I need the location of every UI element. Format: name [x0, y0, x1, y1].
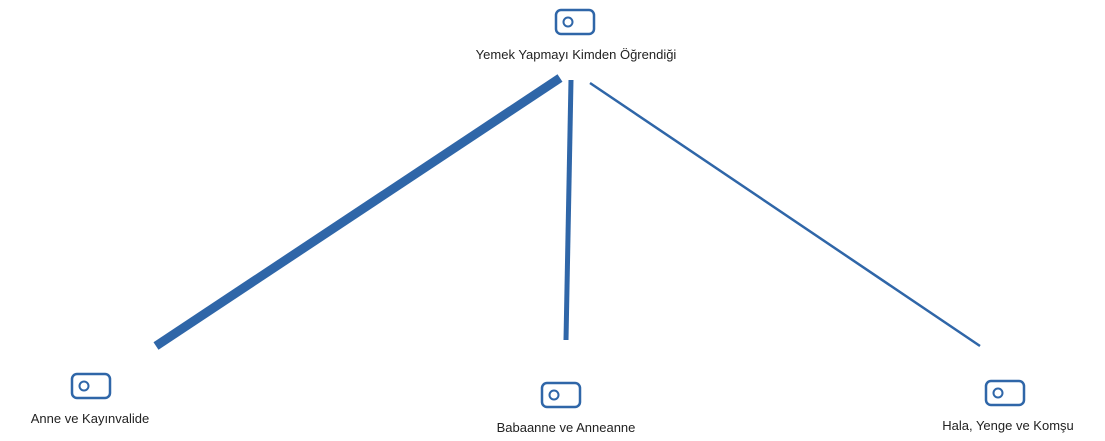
tag-icon — [554, 8, 596, 36]
child-node-1[interactable]: Anne ve Kayınvalide — [31, 372, 150, 426]
child-node-2[interactable]: Babaanne ve Anneanne — [497, 381, 636, 435]
child-node-3-label: Hala, Yenge ve Komşu — [942, 418, 1074, 433]
tag-icon — [70, 372, 112, 400]
tag-icon — [540, 381, 582, 409]
edge-root-to-child-1 — [153, 74, 563, 350]
child-node-2-label: Babaanne ve Anneanne — [497, 420, 636, 435]
edge-root-to-child-3 — [589, 81, 981, 348]
child-node-1-label: Anne ve Kayınvalide — [31, 411, 150, 426]
tag-icon — [984, 379, 1026, 407]
edge-root-to-child-2 — [563, 79, 574, 341]
root-node-label: Yemek Yapmayı Kimden Öğrendiği — [476, 47, 677, 62]
child-node-3[interactable]: Hala, Yenge ve Komşu — [942, 379, 1074, 433]
root-node[interactable]: Yemek Yapmayı Kimden Öğrendiği — [476, 8, 677, 62]
